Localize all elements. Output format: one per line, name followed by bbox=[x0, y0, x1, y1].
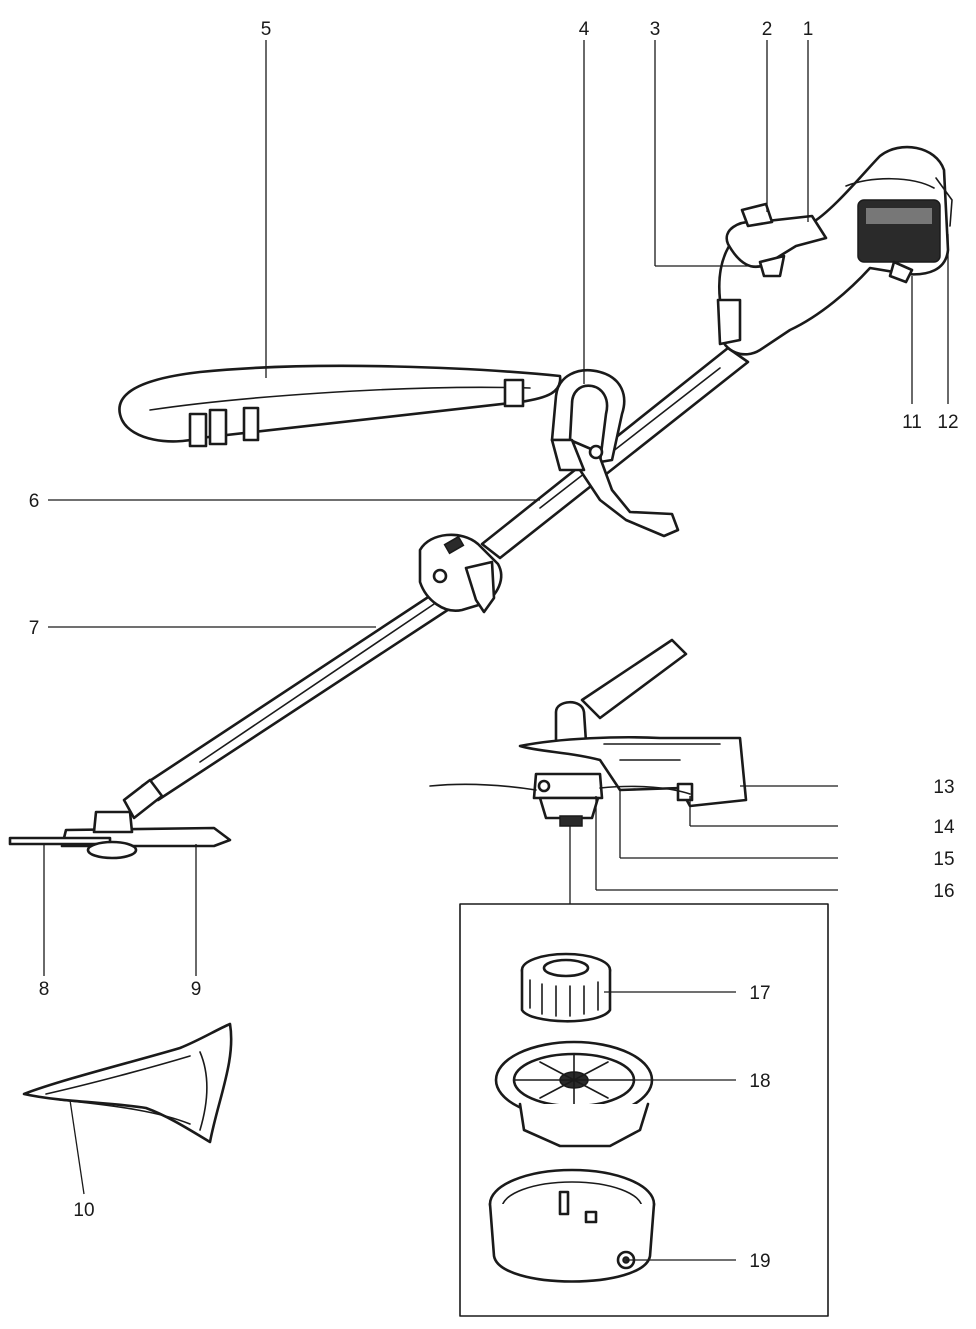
callout-7: 7 bbox=[29, 618, 40, 639]
rear-grip-housing bbox=[718, 145, 953, 356]
callout-labels: 1 2 3 4 5 6 7 8 9 10 11 12 13 14 15 16 1… bbox=[29, 19, 959, 1272]
leader-lines bbox=[43, 40, 949, 1261]
cutting-head-detail bbox=[429, 638, 748, 827]
callout-11: 11 bbox=[902, 412, 922, 433]
callout-19: 19 bbox=[749, 1251, 770, 1272]
callout-12: 12 bbox=[937, 412, 958, 433]
main-shaft bbox=[480, 346, 750, 560]
callout-16: 16 bbox=[933, 881, 954, 902]
callout-15: 15 bbox=[933, 849, 954, 870]
callout-9: 9 bbox=[191, 979, 202, 1000]
callout-1: 1 bbox=[803, 19, 814, 40]
trigger-handle bbox=[716, 202, 828, 346]
shoulder-strap bbox=[118, 364, 562, 448]
callout-4: 4 bbox=[579, 19, 590, 40]
spool-nut bbox=[520, 952, 612, 1023]
main-cutter-guard bbox=[8, 778, 232, 860]
callout-8: 8 bbox=[39, 979, 50, 1000]
blade-protector bbox=[22, 1022, 233, 1144]
detail-box bbox=[459, 903, 829, 1317]
loop-handle bbox=[550, 369, 680, 538]
callout-5: 5 bbox=[261, 19, 272, 40]
callout-18: 18 bbox=[749, 1071, 770, 1092]
callout-6: 6 bbox=[29, 491, 40, 512]
lower-shaft bbox=[140, 582, 468, 802]
callout-3: 3 bbox=[650, 19, 661, 40]
shaft-joint bbox=[418, 533, 503, 614]
spool bbox=[494, 1040, 654, 1148]
callout-13: 13 bbox=[933, 777, 954, 798]
callout-10: 10 bbox=[73, 1200, 94, 1221]
spool-housing bbox=[488, 1168, 656, 1283]
trimmer-illustration bbox=[8, 145, 953, 860]
callout-2: 2 bbox=[762, 19, 773, 40]
callout-17: 17 bbox=[749, 983, 770, 1004]
callout-14: 14 bbox=[933, 817, 955, 838]
